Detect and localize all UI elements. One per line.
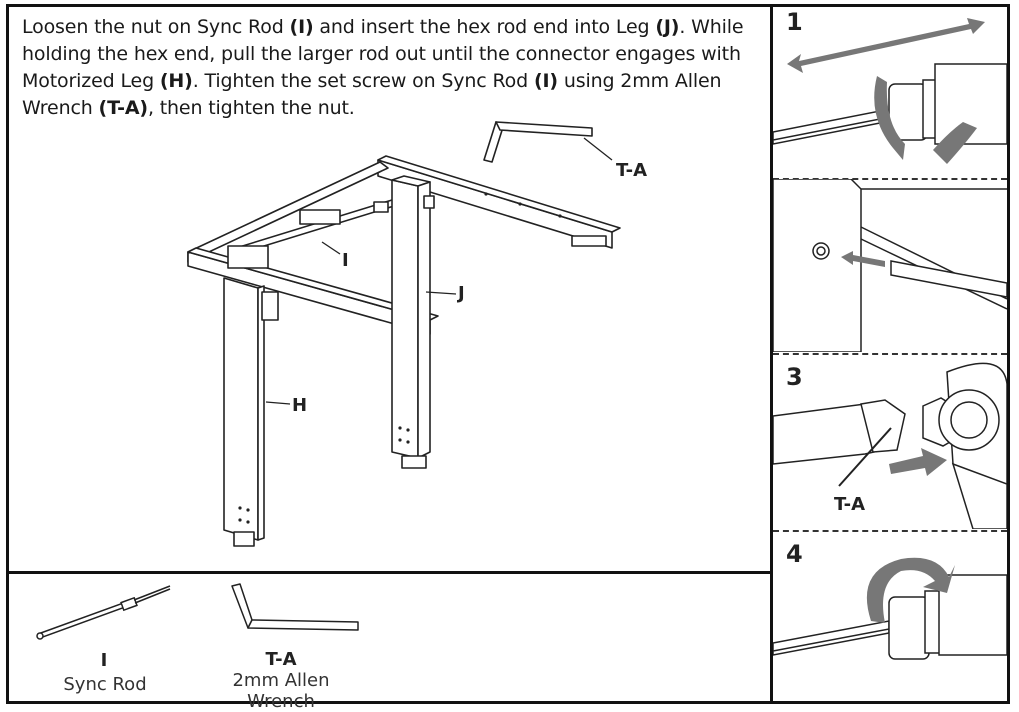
panel-divider <box>770 4 773 704</box>
instruction-part: and insert the hex rod end into Leg <box>313 16 656 38</box>
instruction-part: using 2mm Allen Wrench <box>22 70 722 119</box>
part-code-allen-wrench: T-A <box>265 649 297 670</box>
label-sync-rod: I <box>342 250 349 271</box>
step2-illustration <box>773 179 1007 352</box>
step3-illustration <box>773 362 1007 529</box>
step3-wrench-label: T-A <box>834 494 866 515</box>
instruction-part: Loosen the nut on Sync Rod <box>22 16 290 38</box>
desk-frame-illustration <box>187 121 621 547</box>
step-divider <box>773 178 1007 180</box>
diagram-frame <box>6 4 1010 704</box>
step-divider <box>773 353 1007 355</box>
step-number: 3 <box>786 363 803 391</box>
instruction-ref: (H) <box>159 70 193 92</box>
instruction-ref: (T-A) <box>98 97 149 119</box>
step-divider <box>773 530 1007 532</box>
step4-illustration <box>773 557 1007 660</box>
part-name-allen-wrench: 2mm Allen Wrench <box>232 670 330 712</box>
label-wrench: T-A <box>616 160 648 181</box>
step-number: 1 <box>786 8 803 36</box>
label-leg-j: J <box>458 283 465 304</box>
instruction-part: . While holding the hex end, pull the la… <box>22 16 744 92</box>
instruction-ref: (J) <box>655 16 680 38</box>
step1-illustration <box>773 18 1007 164</box>
part-code-sync-rod: I <box>100 650 108 671</box>
sync-rod-part-icon <box>36 585 171 640</box>
instruction-text: Loosen the nut on Sync Rod (I) and inser… <box>22 14 762 122</box>
instruction-part: , then tighten the nut. <box>147 97 355 119</box>
allen-wrench-part-icon <box>231 583 359 631</box>
part-name-sync-rod: Sync Rod <box>63 674 147 695</box>
instruction-part: . Tighten the set screw on Sync Rod <box>192 70 534 92</box>
instruction-ref: (I) <box>289 16 314 38</box>
step-number: 4 <box>786 540 803 568</box>
parts-box <box>6 571 773 704</box>
instruction-ref: (I) <box>533 70 558 92</box>
label-leg-h: H <box>292 395 308 416</box>
